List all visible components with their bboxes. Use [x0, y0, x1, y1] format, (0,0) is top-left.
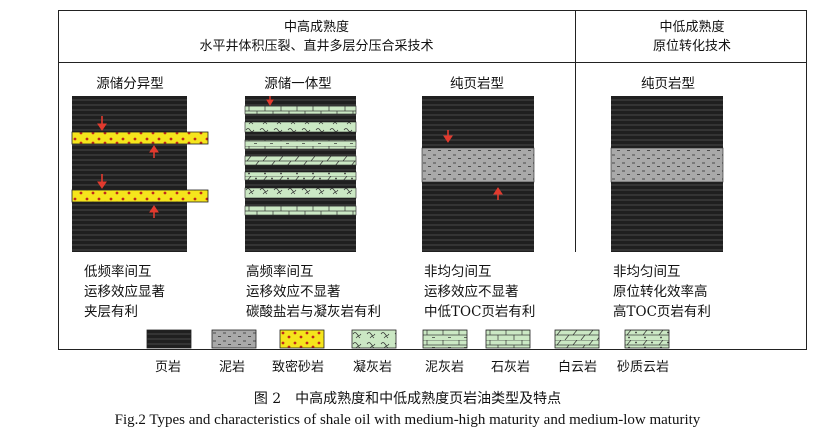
legend-swatch-dolomite	[554, 329, 600, 349]
col2-strata-diagram	[244, 96, 357, 252]
figure-caption-en: Fig.2 Types and characteristics of shale…	[114, 412, 701, 428]
figure-caption-cn: 图 2 中高成熟度和中低成熟度页岩油类型及特点	[253, 391, 562, 407]
col4-desc-line3: 高TOC页岩有利	[613, 304, 711, 320]
legend-swatch-shale	[146, 329, 192, 349]
col3-desc-line2: 运移效应不显著	[424, 284, 519, 300]
col1-strata-diagram	[71, 96, 209, 252]
column-divider	[575, 10, 576, 252]
col1-desc-line1: 低频率间互	[84, 264, 152, 280]
legend-swatch-marl	[422, 329, 468, 349]
col3-desc-line1: 非均匀间互	[424, 264, 492, 280]
header-left-title: 中高成熟度	[283, 20, 349, 35]
figure-frame	[58, 10, 807, 350]
header-left: 中高成熟度 水平井体积压裂、直井多层分压合采技术	[58, 18, 575, 56]
col2-desc-line1: 高频率间互	[246, 264, 314, 280]
legend-label-limestone: 石灰岩	[491, 360, 531, 375]
col1-description: 低频率间互 运移效应显著 夹层有利	[84, 262, 165, 322]
col4-title: 纯页岩型	[641, 76, 695, 92]
legend-label-mudstone: 泥岩	[219, 360, 246, 375]
col3-description: 非均匀间互 运移效应不显著 中低TOC页岩有利	[424, 262, 535, 322]
migration-arrow	[266, 96, 274, 106]
header-right-subtitle: 原位转化技术	[652, 39, 731, 54]
legend-label-sandy-dolomite: 砂质云岩	[617, 360, 670, 375]
legend-label-marl: 泥灰岩	[425, 360, 465, 375]
legend-swatch-sandstone	[279, 329, 325, 349]
header-left-subtitle: 水平井体积压裂、直井多层分压合采技术	[199, 39, 434, 54]
col4-desc-line1: 非均匀间互	[613, 264, 681, 280]
col3-desc-line3: 中低TOC页岩有利	[424, 304, 536, 320]
col3-title: 纯页岩型	[450, 76, 504, 92]
col1-desc-line2: 运移效应显著	[84, 284, 165, 300]
header-right-title: 中低成熟度	[659, 20, 725, 35]
legend-label-tuff: 凝灰岩	[353, 360, 393, 375]
col2-title: 源储一体型	[264, 76, 332, 92]
legend-swatch-tuff	[351, 329, 397, 349]
legend-swatch-sandy-dolomite	[624, 329, 670, 349]
col3-strata-diagram	[421, 96, 535, 252]
header-right: 中低成熟度 原位转化技术	[577, 18, 807, 56]
legend-label-sandstone: 致密砂岩	[272, 360, 325, 375]
col4-desc-line2: 原位转化效率高	[613, 284, 708, 300]
col4-strata-diagram	[610, 96, 724, 252]
legend-label-shale: 页岩	[155, 360, 182, 375]
migration-arrow	[443, 130, 503, 200]
legend-label-dolomite: 白云岩	[558, 360, 598, 375]
legend-swatch-limestone	[485, 329, 531, 349]
col4-description: 非均匀间互 原位转化效率高 高TOC页岩有利	[613, 262, 711, 322]
migration-arrow	[97, 116, 159, 218]
col2-desc-line2: 运移效应不显著	[246, 284, 341, 300]
col1-title: 源储分异型	[96, 76, 164, 92]
col2-description: 高频率间互 运移效应不显著 碳酸盐岩与凝灰岩有利	[246, 262, 381, 322]
col2-desc-line3: 碳酸盐岩与凝灰岩有利	[246, 304, 381, 320]
header-divider	[58, 62, 807, 63]
legend-swatch-mudstone	[211, 329, 257, 349]
col1-desc-line3: 夹层有利	[84, 304, 138, 320]
